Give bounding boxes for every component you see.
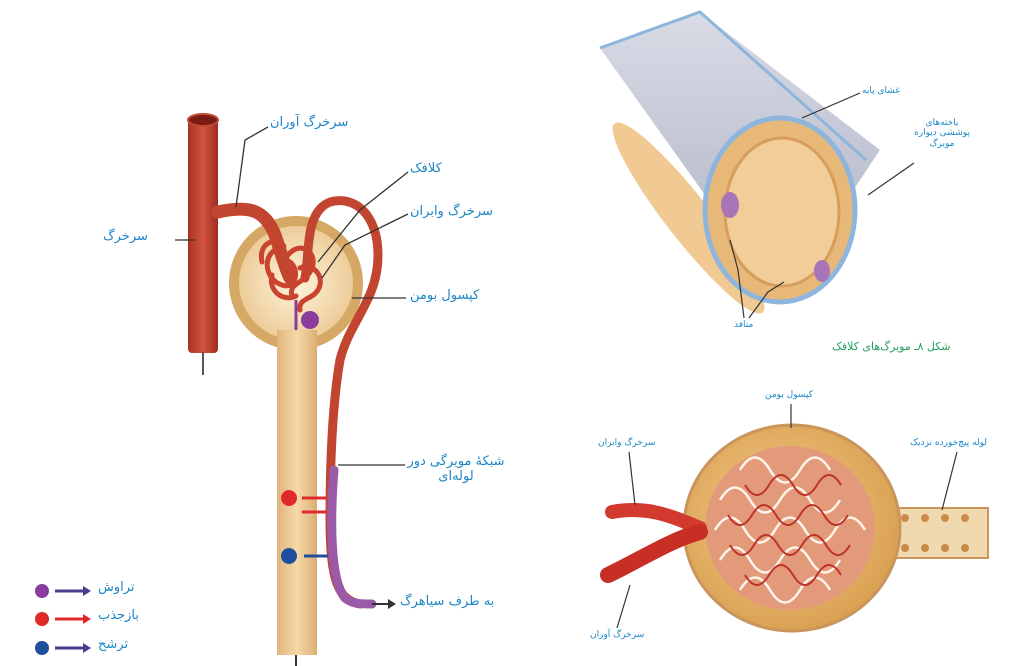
legend-label-secretion: ترشح (98, 638, 128, 653)
label-glomerulus: کلافک (410, 162, 442, 177)
renal-artery (188, 118, 218, 353)
label-g-efferent: سرخرگ وابران (598, 438, 655, 448)
filtration-dot (301, 311, 319, 329)
leader-g-efferent (629, 452, 635, 505)
label-peritubular-network: شبکهٔ مویرگی دور لوله‌ای (406, 455, 506, 485)
nucleus-1 (721, 192, 739, 218)
tubule-cell (961, 544, 969, 552)
nucleus-2 (814, 260, 830, 282)
secretion-dot (281, 548, 297, 564)
legend-arrowhead-secretion (83, 643, 91, 653)
glomerular-tuft (705, 446, 875, 610)
tubule-cell (961, 514, 969, 522)
reabsorption-dot (281, 490, 297, 506)
label-artery: سرخرگ (103, 230, 148, 245)
to-vein-arrowhead (388, 599, 396, 609)
legend-arrowhead-filtration (83, 586, 91, 596)
label-g-proximal-tubule: لوله پیچ‌خورده نزدیک (910, 438, 987, 448)
tubule-cell (901, 514, 909, 522)
tubule-cell (941, 544, 949, 552)
label-afferent-arteriole: سرخرگ آوران (270, 116, 348, 131)
legend-dot-secretion (35, 641, 49, 655)
leader-endothelial (868, 163, 914, 195)
label-g-afferent: سرخرگ آوران (590, 630, 644, 640)
nephron-diagram (35, 114, 408, 666)
legend-dot-reabsorption (35, 612, 49, 626)
leader-g-afferent (617, 585, 630, 628)
label-bowman-capsule: کپسول بومن (410, 289, 479, 304)
leader-g-proximal (942, 452, 957, 510)
label-basement-membrane: غشای پایه (862, 86, 900, 96)
leader-afferent (236, 127, 268, 207)
legend (35, 584, 91, 655)
legend-label-reabsorption: بازجذب (98, 609, 139, 624)
tubule-cell (941, 514, 949, 522)
tubule-cell (921, 514, 929, 522)
legend-arrowhead-reabsorption (83, 614, 91, 624)
tubule-cell (921, 544, 929, 552)
renal-tubule (277, 330, 317, 655)
legend-label-filtration: تراوش (98, 581, 135, 596)
legend-dot-filtration (35, 584, 49, 598)
peritubular-capillary (332, 470, 372, 604)
tubule-cell (901, 544, 909, 552)
label-efferent-arteriole: سرخرگ وابران (410, 205, 493, 220)
label-endothelial-cells: یاخته‌های پوششی دیواره مویرگ (910, 118, 974, 149)
label-g-bowman-capsule: کپسول بومن (765, 390, 813, 400)
label-to-vein: به طرف سیاهرگ (400, 595, 494, 610)
capillary-diagram (597, 12, 914, 326)
label-pores: منافذ (734, 320, 753, 330)
figure-caption: شکل ۸ـ مویرگ‌های کلافک (832, 341, 950, 354)
artery-opening (188, 114, 218, 126)
